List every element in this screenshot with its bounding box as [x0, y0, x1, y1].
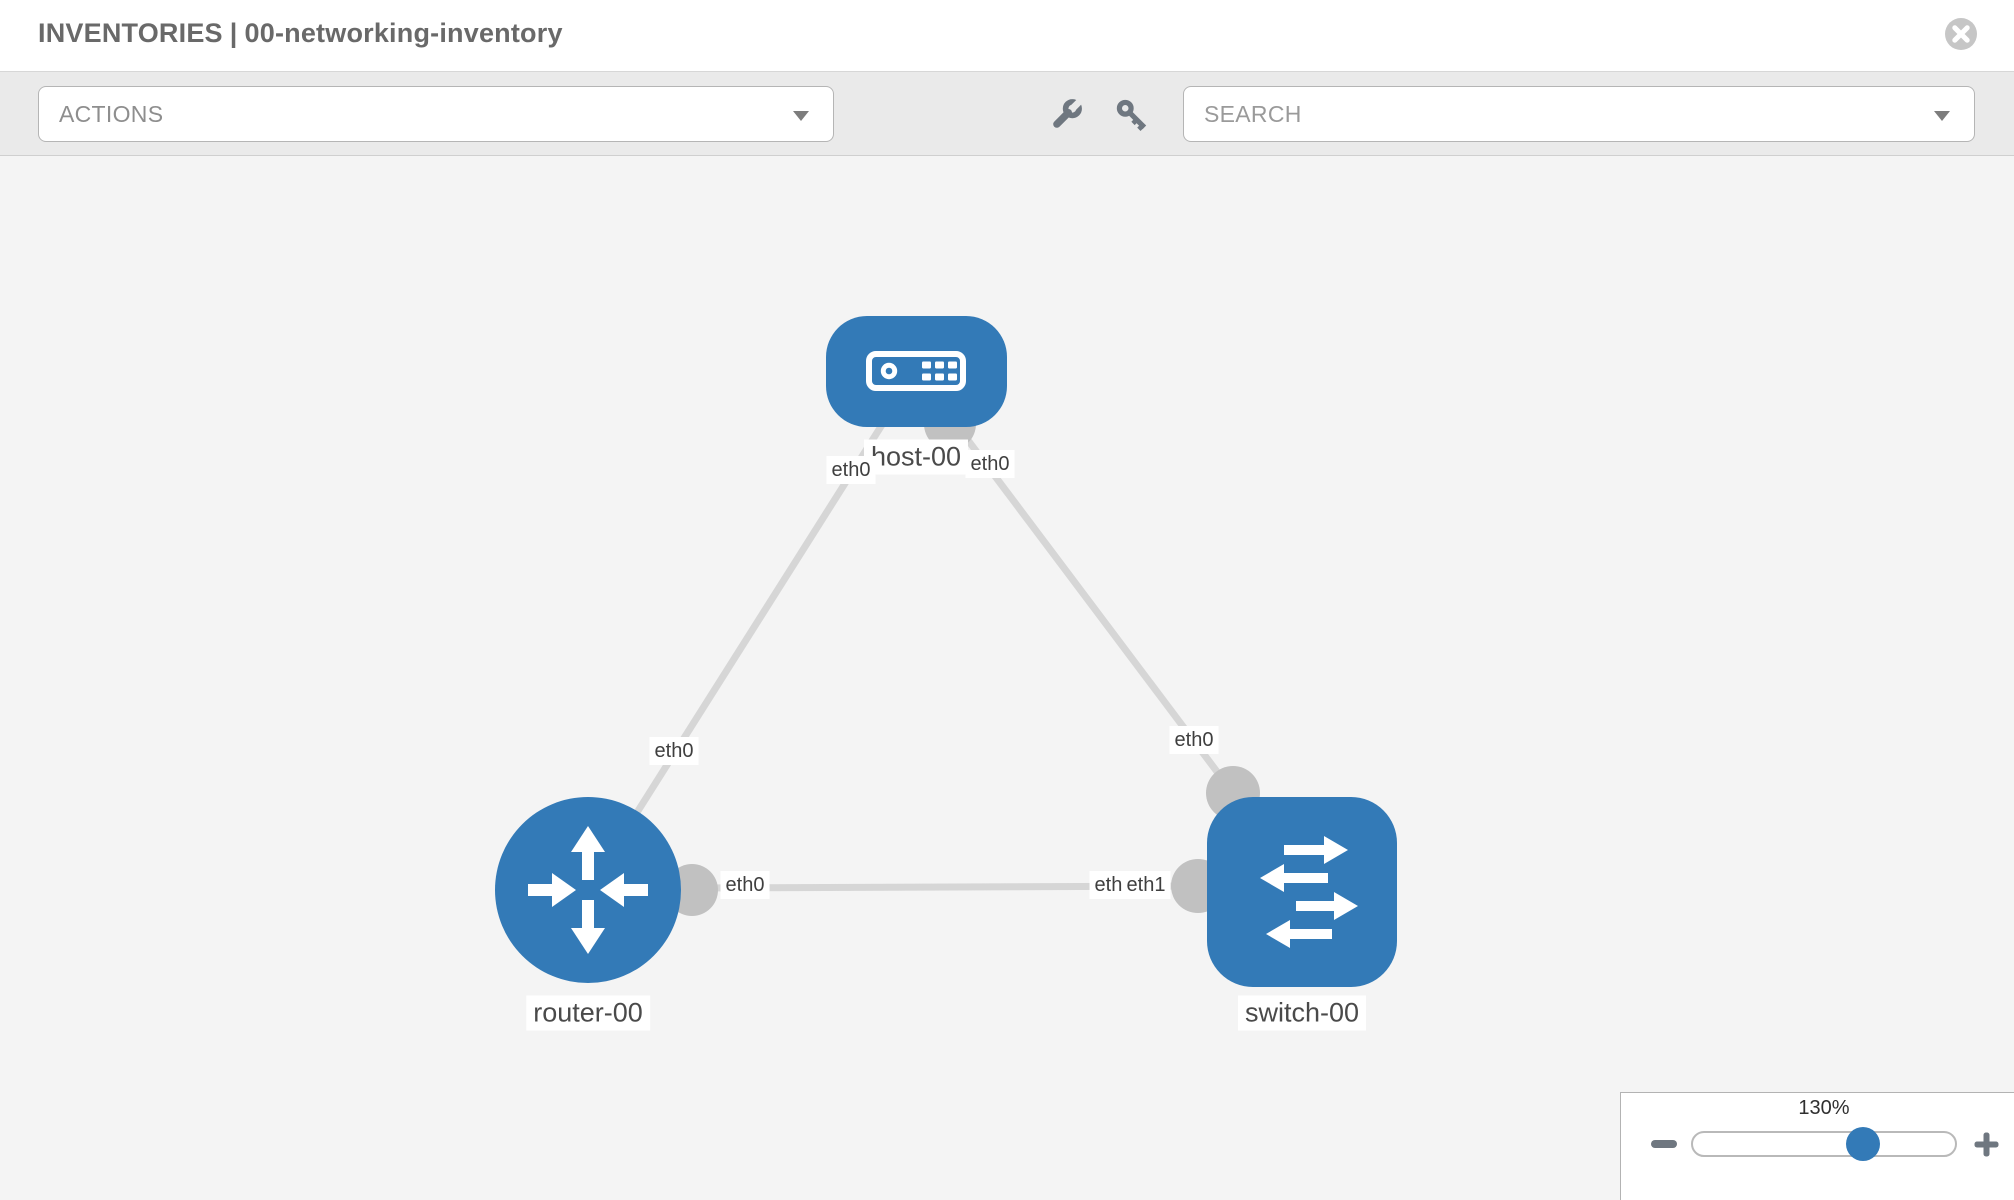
plus-icon — [1973, 1132, 2000, 1161]
chevron-down-icon — [793, 111, 809, 121]
zoom-slider-thumb[interactable] — [1846, 1127, 1880, 1161]
switch-arrows-icon — [1260, 836, 1358, 948]
zoom-panel: 130% — [1620, 1092, 2014, 1200]
chevron-down-icon — [1934, 111, 1950, 121]
breadcrumb-section: INVENTORIES — [38, 18, 223, 48]
interface-label: eth0 — [826, 456, 876, 484]
inventory-name: 00-networking-inventory — [244, 18, 563, 48]
interface-label: eth0 — [649, 737, 699, 765]
zoom-in-button[interactable] — [1973, 1131, 2000, 1158]
zoom-level: 130% — [1798, 1097, 1850, 1119]
interface-label: eth1 — [1121, 871, 1171, 899]
toolbar: ACTIONS — [0, 72, 2014, 156]
node-host-00[interactable] — [826, 316, 1007, 427]
actions-dropdown[interactable]: ACTIONS — [38, 86, 834, 142]
node-router-00[interactable] — [495, 797, 681, 983]
node-label-switch-00: switch-00 — [1237, 995, 1367, 1031]
wrench-icon — [1048, 98, 1084, 136]
node-switch-00[interactable] — [1207, 797, 1397, 987]
search-placeholder: SEARCH — [1204, 101, 1302, 127]
close-button[interactable] — [1943, 16, 1979, 52]
interface-label: eth0 — [720, 871, 770, 899]
server-icon — [866, 351, 966, 391]
tools-button[interactable] — [1046, 96, 1086, 136]
interface-label: eth0 — [965, 450, 1015, 478]
zoom-out-button[interactable] — [1651, 1140, 1677, 1148]
zoom-slider-track[interactable] — [1691, 1131, 1957, 1157]
topology-canvas[interactable]: host-00 eth0 eth0 eth0 eth0 eth0 eth0 et… — [0, 157, 2014, 1200]
node-label-host-00: host-00 — [863, 439, 969, 475]
actions-dropdown-label: ACTIONS — [59, 101, 164, 127]
close-icon — [1943, 18, 1979, 55]
topology-svg — [495, 316, 1397, 987]
page-header: INVENTORIES|00-networking-inventory — [0, 0, 2014, 72]
key-icon — [1114, 99, 1150, 136]
breadcrumb-separator: | — [229, 18, 238, 48]
interface-label: eth0 — [1169, 726, 1219, 754]
search-dropdown[interactable]: SEARCH — [1183, 86, 1975, 142]
node-label-router-00: router-00 — [526, 995, 650, 1031]
router-arrows-icon — [528, 826, 648, 954]
page-title: INVENTORIES|00-networking-inventory — [38, 18, 563, 49]
key-button[interactable] — [1112, 96, 1152, 136]
